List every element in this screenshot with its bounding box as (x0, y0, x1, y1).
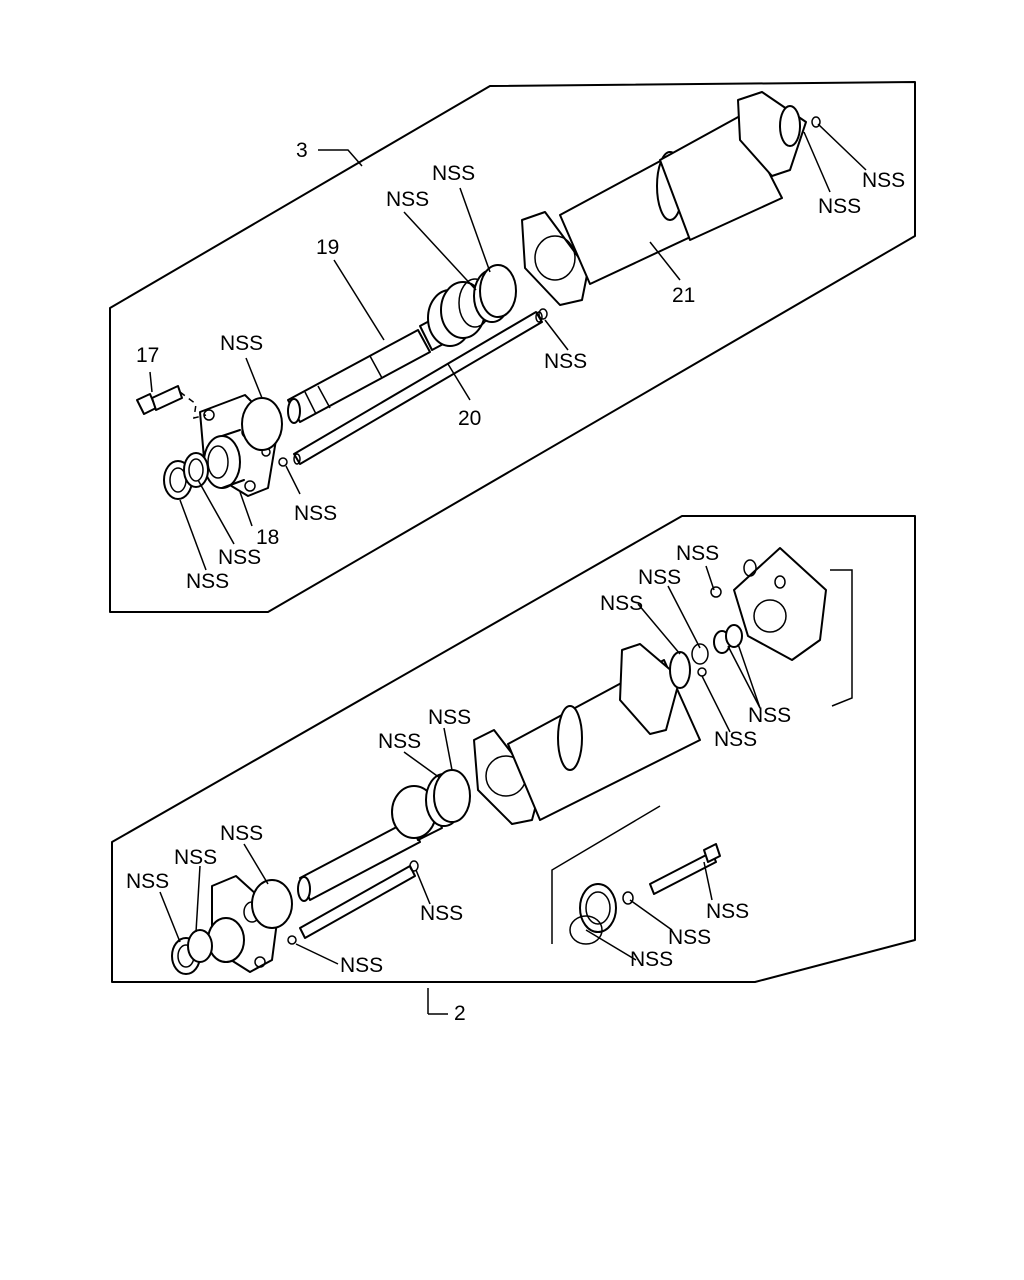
callout-nss: NSS (220, 822, 263, 845)
valve-block (710, 547, 827, 661)
piston-ring (479, 264, 517, 318)
part-21-cylinder-barrel (521, 91, 821, 306)
callout-nss: NSS (706, 900, 749, 923)
assembly-3-frame (109, 81, 916, 613)
callout-20: 20 (458, 407, 481, 430)
pin (649, 843, 721, 895)
callout-nss: NSS (294, 502, 337, 525)
seal-ring (183, 452, 209, 488)
callout-nss: NSS (600, 592, 643, 615)
callout-nss: NSS (668, 926, 711, 949)
leader-lines-2 (159, 565, 761, 1014)
callout-19: 19 (316, 236, 339, 259)
callout-21: 21 (672, 284, 695, 307)
sub-frame (551, 805, 661, 944)
o-ring (251, 879, 293, 929)
callout-nss: NSS (386, 188, 429, 211)
tube (299, 860, 419, 939)
leader-lines-3 (149, 123, 867, 571)
callout-nss: NSS (378, 730, 421, 753)
callout-nss: NSS (218, 546, 261, 569)
washer (622, 891, 634, 905)
assembly-ref-2: 2 (454, 1002, 466, 1025)
callout-nss: NSS (862, 169, 905, 192)
assembly-3: 3 17 18 19 20 21 NSS NSS NSS NSS NSS NSS… (109, 81, 916, 613)
assembly-2-frame (111, 515, 916, 983)
callout-nss: NSS (748, 704, 791, 727)
callout-nss: NSS (186, 570, 229, 593)
part-17-bolt (136, 385, 207, 419)
o-ring (241, 397, 283, 451)
callout-nss: NSS (676, 542, 719, 565)
assembly-2: 2 NSS NSS NSS NSS NSS NSS NSS NSS NSS NS… (111, 515, 916, 1025)
cylinder-barrel (473, 643, 701, 825)
callout-nss: NSS (630, 948, 673, 971)
callout-nss: NSS (544, 350, 587, 373)
part-20-tube (293, 308, 548, 465)
callout-nss: NSS (340, 954, 383, 977)
callout-nss: NSS (432, 162, 475, 185)
callout-nss: NSS (638, 566, 681, 589)
seal-ring (187, 929, 213, 963)
o-ring (669, 651, 691, 689)
callout-nss: NSS (714, 728, 757, 751)
callout-nss: NSS (428, 706, 471, 729)
callout-nss: NSS (818, 195, 861, 218)
callout-nss: NSS (220, 332, 263, 355)
seal-ring (725, 624, 743, 648)
callout-nss: NSS (126, 870, 169, 893)
gear (569, 883, 617, 945)
assembly-ref-3: 3 (296, 139, 308, 162)
callout-nss: NSS (420, 902, 463, 925)
callout-nss: NSS (174, 846, 217, 869)
callout-18: 18 (256, 526, 279, 549)
callout-17: 17 (136, 344, 159, 367)
seal-ring (691, 643, 709, 665)
